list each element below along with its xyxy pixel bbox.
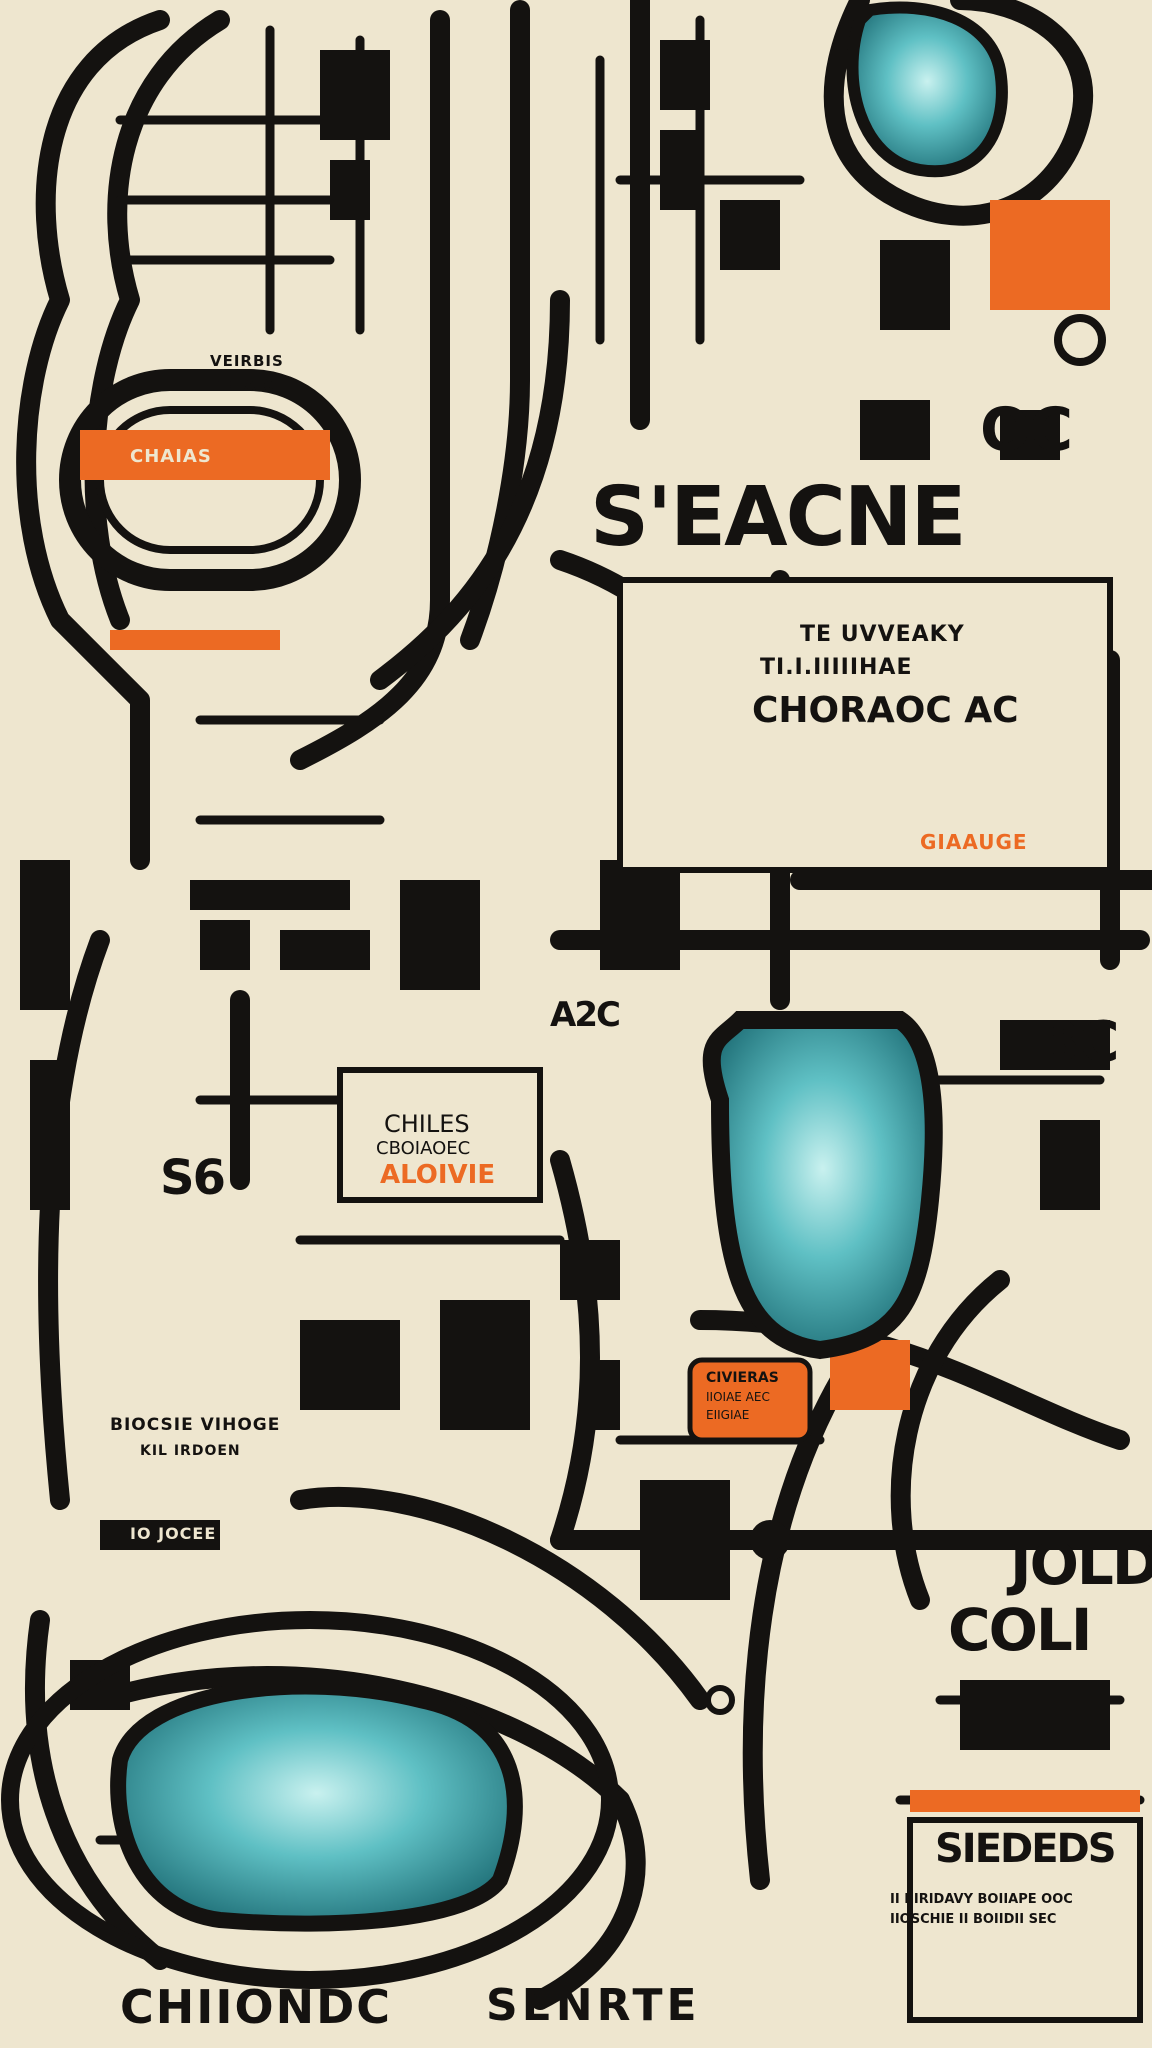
orange-badge-shape (687, 1357, 813, 1443)
badge-line-1: CIVIERAS (706, 1370, 779, 1386)
center-plaque-line-1: CHILES (384, 1110, 470, 1138)
marker-circle-3 (705, 1685, 735, 1715)
right-lower-line-2: COLI (948, 1596, 1092, 1664)
center-plaque-orange: ALOIVIE (380, 1160, 496, 1190)
marker-circle-2 (750, 1520, 790, 1560)
footer-right: SENRTE (486, 1980, 701, 2031)
info-line-3: CHORAOC AC (752, 690, 1019, 731)
right-lower-line-3: II IIIRIDAVY BOIIAPE OOC (890, 1892, 1073, 1907)
lake-bottom-left (110, 1678, 523, 1932)
mid-number: S6 (160, 1150, 226, 1206)
badge-line-2: IIOIAE AEC (706, 1390, 770, 1404)
center-plaque-line-2: CBOIAOEC (376, 1138, 471, 1159)
track-bottom-left (1, 1611, 619, 1989)
center-code: A2C (550, 995, 621, 1035)
lake-center-right (702, 1011, 943, 1360)
left-label-upper-2: TEIAISI (215, 376, 282, 394)
marker-circle (1054, 314, 1106, 366)
lower-left-tag: IO JOCEE (130, 1524, 217, 1543)
sign-top-right: OC (980, 395, 1073, 465)
orange-bars (80, 200, 1140, 1812)
right-code: IIBC (1000, 1010, 1119, 1075)
badge-line-3: EIIGIAE (706, 1408, 750, 1422)
stadium-loop-top-left (59, 369, 361, 591)
info-panel-frame (617, 577, 1113, 873)
lower-left-line-1: BIOCSIE VIHOGE (110, 1415, 281, 1435)
building-blocks (20, 40, 1110, 1750)
center-plaque-frame (337, 1067, 543, 1203)
info-line-2: TI.I.IIIIIHAE (760, 655, 913, 680)
lower-left-line-2: KIL IRDOEN (140, 1443, 241, 1459)
headline: S'EACNE (590, 470, 966, 565)
right-lower-panel (907, 1817, 1143, 2023)
footer-left: CHIIONDC (120, 1980, 393, 2034)
info-orange-line: GIAAUGE (920, 830, 1028, 854)
info-line-1: TE UVVEAKY (800, 622, 965, 647)
right-lower-heading: SIEDEDS (935, 1826, 1117, 1872)
left-label-upper: VEIRBIS (210, 352, 284, 370)
lake-top-right (846, 1, 1008, 178)
left-orange-tag: CHAIAS (130, 446, 212, 467)
right-lower-line-1: JOLD (1010, 1530, 1152, 1598)
right-lower-line-4: IIOSCHIE II BOIIDII SEC (890, 1912, 1057, 1927)
